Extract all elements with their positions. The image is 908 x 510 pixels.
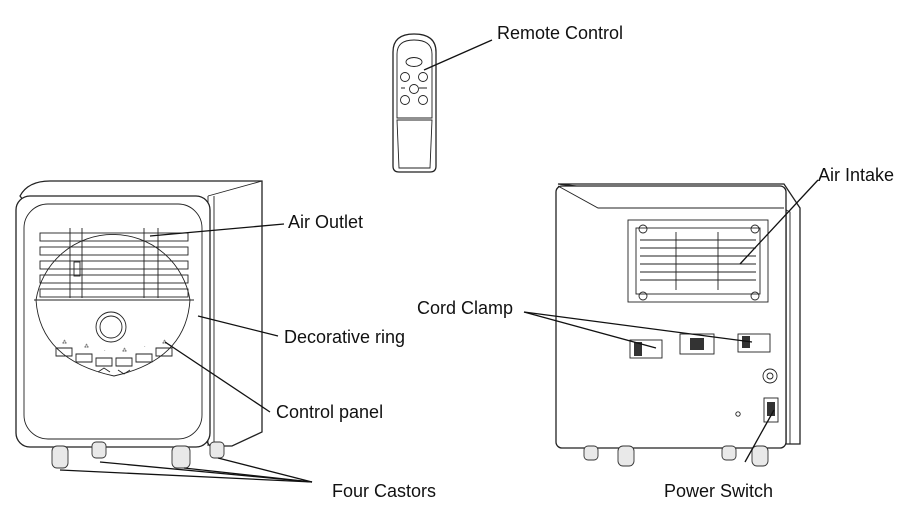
label-power-switch: Power Switch bbox=[664, 481, 773, 501]
label-decorative-ring: Decorative ring bbox=[284, 327, 405, 347]
svg-text:⁂: ⁂ bbox=[62, 339, 67, 346]
remote-control-illustration bbox=[392, 33, 437, 173]
rear-unit-illustration bbox=[555, 183, 801, 467]
front-unit-illustration: ⁂ ⁂ · ⁂ · ⁂ bbox=[15, 180, 263, 469]
label-cord-clamp: Cord Clamp bbox=[417, 298, 513, 318]
label-four-castors: Four Castors bbox=[332, 481, 436, 501]
label-control-panel: Control panel bbox=[276, 402, 383, 422]
label-air-intake: Air Intake bbox=[818, 165, 894, 185]
svg-text:·: · bbox=[144, 344, 146, 350]
rear-castors bbox=[583, 445, 769, 467]
svg-text:⁂: ⁂ bbox=[162, 339, 167, 346]
svg-text:⁂: ⁂ bbox=[122, 347, 127, 354]
label-remote-control: Remote Control bbox=[497, 23, 623, 43]
label-air-outlet: Air Outlet bbox=[288, 212, 363, 232]
leader-lines bbox=[59, 39, 819, 483]
front-castors bbox=[51, 441, 225, 469]
svg-text:·: · bbox=[104, 348, 106, 354]
svg-text:⁂: ⁂ bbox=[84, 343, 89, 350]
